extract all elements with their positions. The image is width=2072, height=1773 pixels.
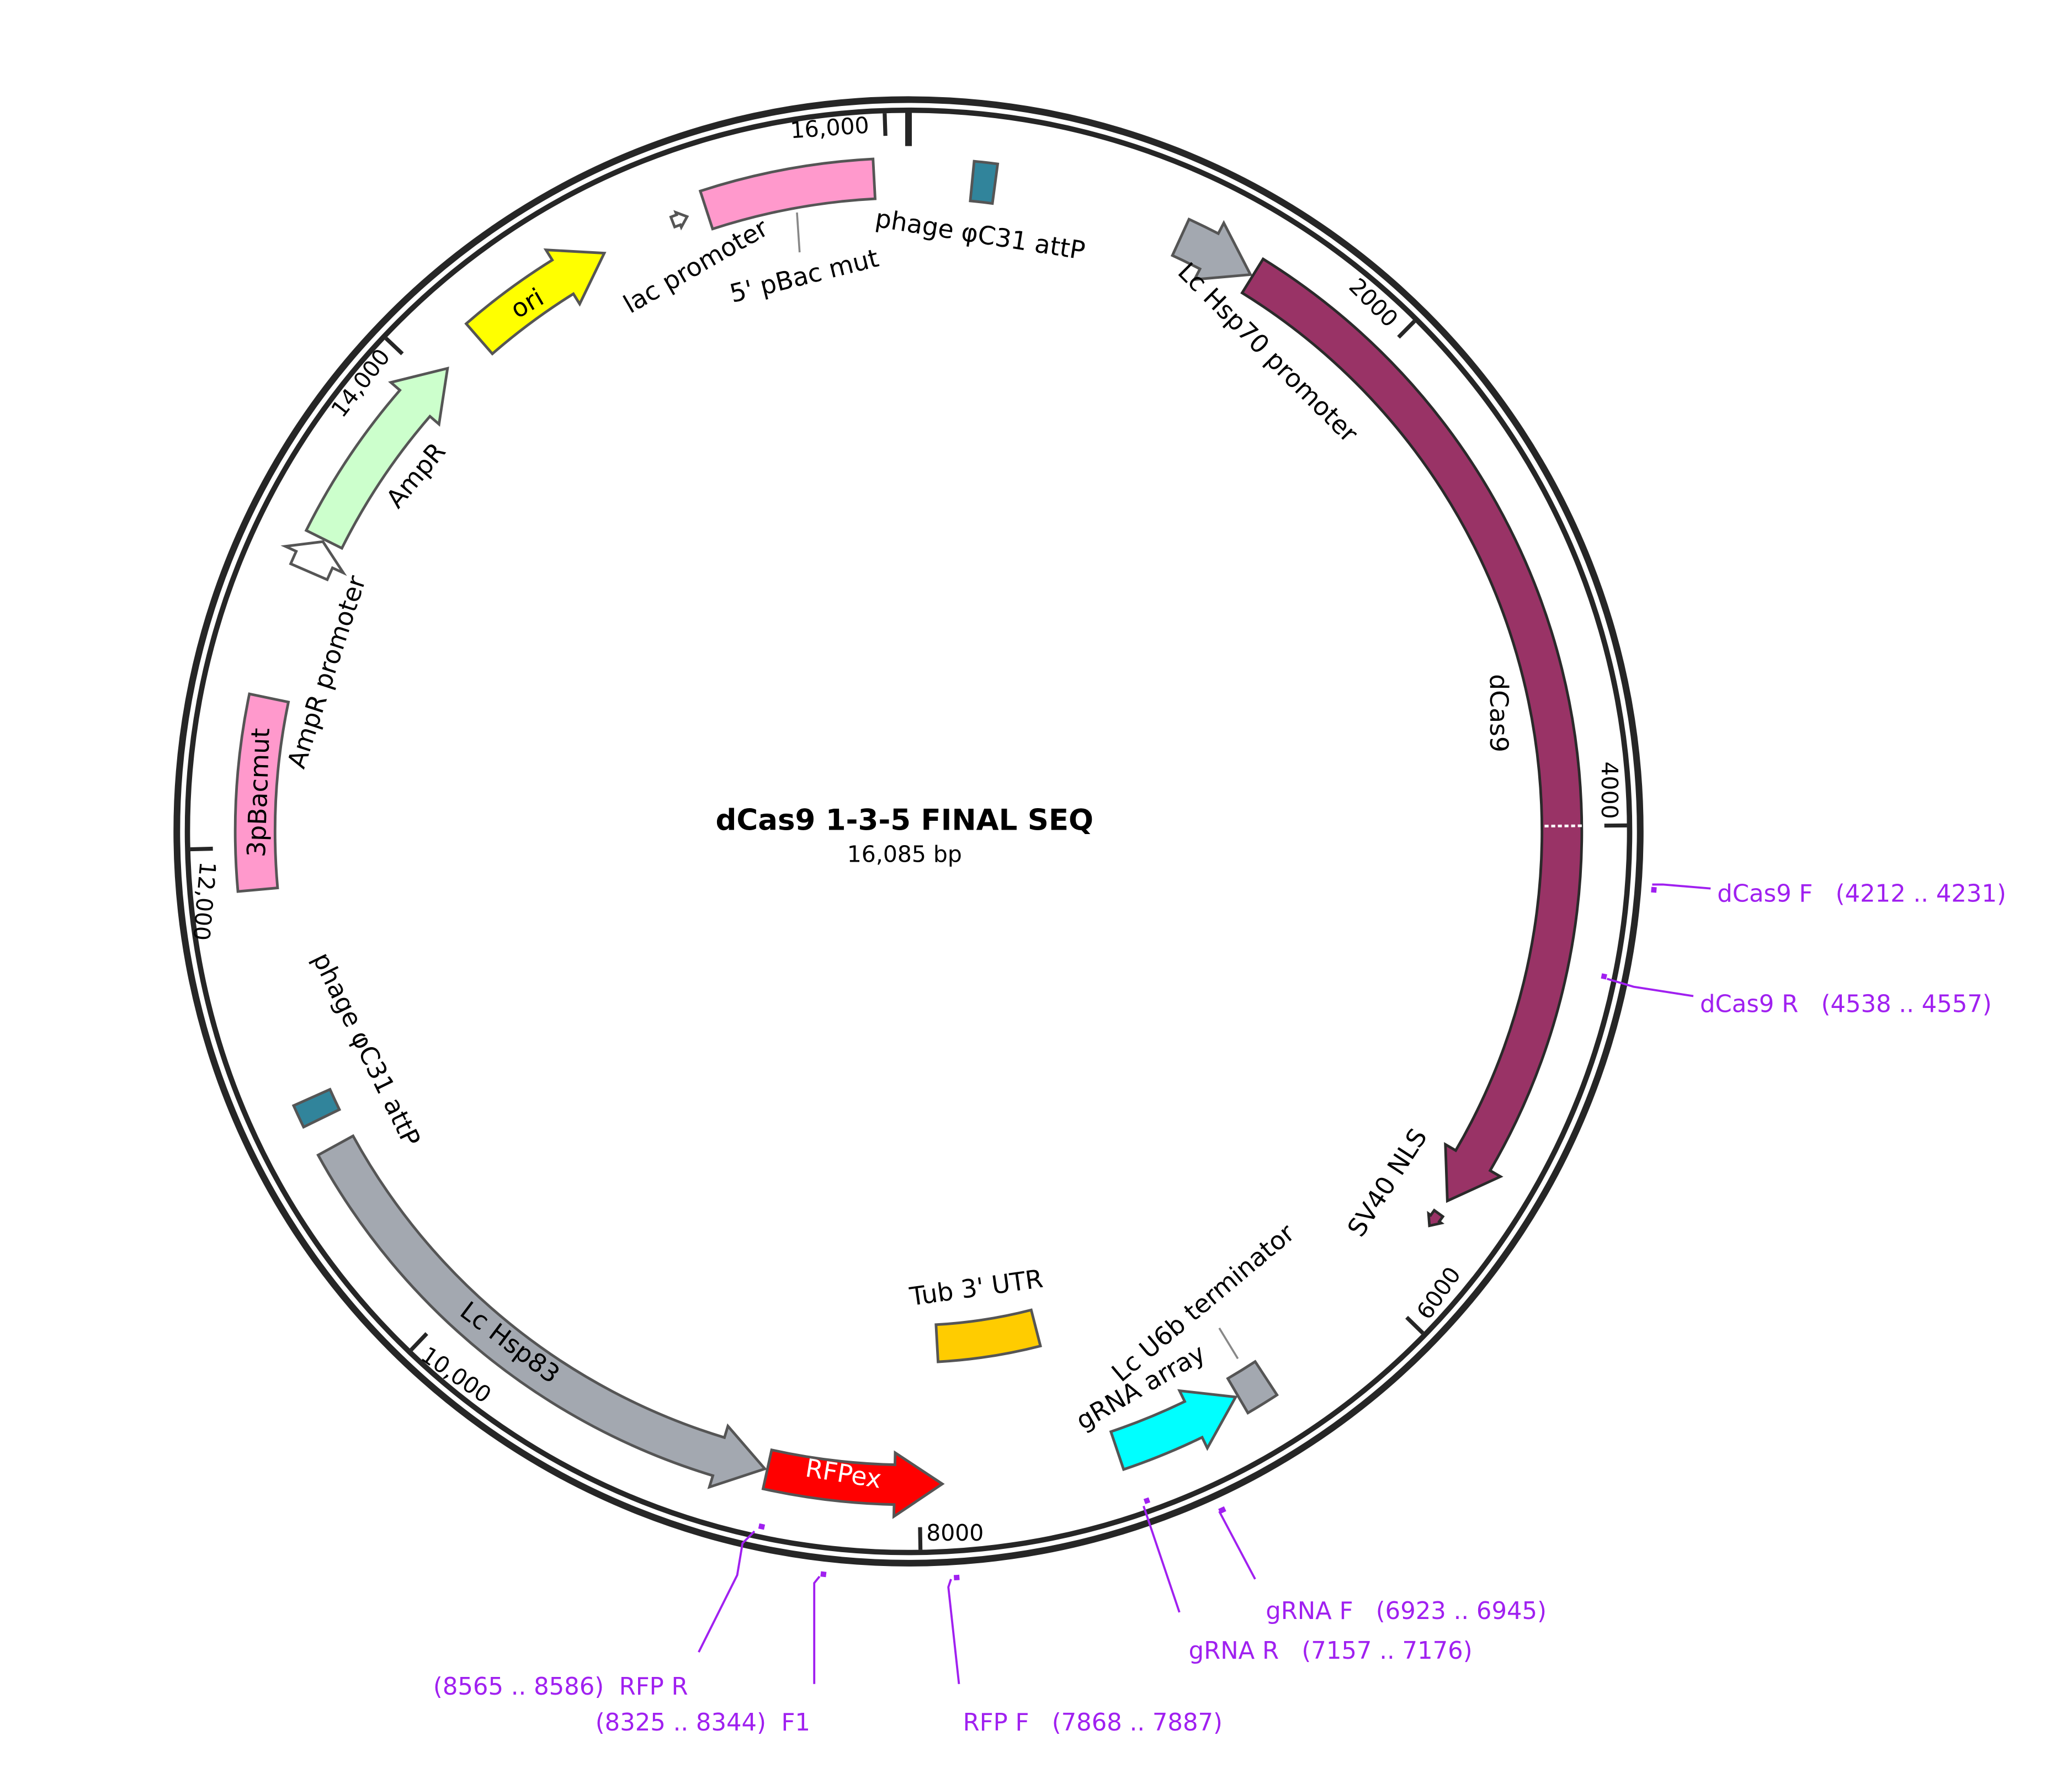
primer-label-dcas9-f: dCas9 F (4212 .. 4231): [1717, 880, 2006, 908]
primer-label-rfp-r: (8565 .. 8586) RFP R: [433, 1673, 688, 1701]
map-title: dCas9 1-3-5 FINAL SEQ: [716, 804, 1094, 837]
backbone-inner-strand: [184, 107, 1633, 1556]
feature-ampr-promoter[interactable]: [280, 540, 347, 582]
tick-2000: [1397, 320, 1416, 339]
tick-label-12000: 12,000: [188, 861, 221, 942]
label-dcas9: dCas9: [1484, 674, 1513, 752]
feature-grna-array[interactable]: [1109, 1389, 1238, 1472]
tick-10000: [410, 1332, 428, 1351]
leader-lc-u6b-terminator: [1218, 1328, 1239, 1360]
tick-label-8000: 8000: [926, 1520, 984, 1546]
map-length: 16,085 bp: [847, 841, 962, 867]
tick-6000: [1405, 1315, 1425, 1335]
primer-label-grna-f: gRNA F (6923 .. 6945): [1266, 1597, 1547, 1625]
feature-tub-3-utr[interactable]: [934, 1308, 1042, 1363]
primer-rfp-r[interactable]: [758, 1523, 766, 1530]
feature-lc-hsp70-promoter[interactable]: [1170, 217, 1253, 282]
leader-5p-pbac-mut: [796, 212, 801, 253]
feature-lc-hsp83[interactable]: [316, 1134, 767, 1489]
primer-leaders: [698, 883, 1711, 1685]
leader-dcas9-f: [1652, 883, 1711, 890]
tick-14000: [384, 337, 404, 355]
tick-label-4000: 4000: [1596, 762, 1623, 819]
primer-grna-r[interactable]: [1143, 1497, 1151, 1504]
features: [233, 157, 1584, 1519]
tick-marks: [190, 113, 1627, 1550]
tick-8000: [918, 1527, 923, 1550]
primer-label-f1: (8325 .. 8344) F1: [596, 1709, 810, 1737]
label-5p-pbac-mut: 5' pBac mut: [727, 243, 881, 309]
leader-dcas9-r: [1607, 978, 1694, 997]
feature-dcas9[interactable]: [1240, 257, 1584, 1203]
feature-phage-c31-attp[interactable]: [291, 1087, 342, 1129]
tick-12000: [190, 846, 213, 852]
label-phage-attp-left: phage φC31 attP: [307, 948, 426, 1151]
feature-lc-u6b-terminator[interactable]: [1226, 1360, 1279, 1415]
feature-3pbacmut[interactable]: [233, 692, 290, 893]
leader-f1: [813, 1575, 821, 1684]
feature-phage-c31-attp[interactable]: [969, 160, 1000, 205]
leader-grna-f: [1218, 1511, 1256, 1580]
label-sv40-nls: SV40 NLS: [1342, 1123, 1433, 1242]
primer-label-rfp-f: RFP F (7868 .. 7887): [963, 1709, 1223, 1737]
feature-sv40-nls[interactable]: [1427, 1208, 1445, 1228]
primer-dcas9-r[interactable]: [1601, 973, 1607, 980]
leader-rfp-f: [947, 1579, 960, 1685]
label-phage-attp-top: phage φC31 attP: [873, 204, 1087, 266]
feature-rfpex[interactable]: [761, 1448, 945, 1519]
leader-rfp-r: [698, 1530, 756, 1653]
leader-grna-r: [1143, 1505, 1181, 1613]
feature-5-pbac-mut[interactable]: [698, 157, 877, 231]
feature-lac-promoter[interactable]: [669, 210, 689, 231]
primer-label-grna-r: gRNA R (7157 .. 7176): [1189, 1637, 1473, 1665]
label-tub-3utr: Tub 3' UTR: [907, 1264, 1045, 1312]
feature-ampr[interactable]: [304, 367, 449, 550]
backbone-ring: [173, 96, 1644, 1567]
primer-label-dcas9-r: dCas9 R (4538 .. 4557): [1700, 990, 1992, 1018]
feature-ori[interactable]: [464, 248, 607, 356]
label-3pbacmut: 3pBacmut: [242, 728, 275, 858]
backbone-outer-strand: [173, 96, 1644, 1567]
label-ampr-promoter: AmpR promoter: [282, 572, 372, 772]
tick-label-16000: 16,000: [789, 112, 870, 144]
